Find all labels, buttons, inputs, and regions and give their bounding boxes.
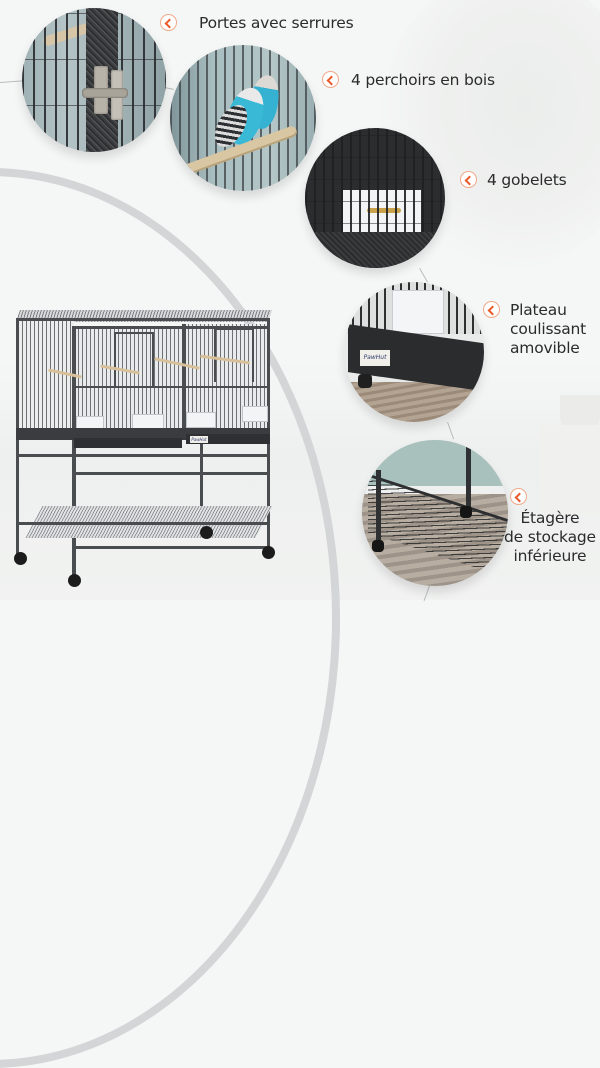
callout-label: Portes avec serrures [199,14,354,32]
callout-label: Étagère de stockage inférieure [504,509,596,566]
detail-wooden-perch-image [170,45,316,191]
callout-door-locks: Portes avec serrures [160,14,354,33]
chevron-left-circle-icon [483,301,500,318]
chevron-left-circle-icon [510,488,527,505]
callout-line: coulissant [510,320,586,338]
connector-line [419,268,428,283]
decorative-arc [0,168,340,1068]
callout-line: amovible [510,339,580,357]
cage-left-front [74,328,184,432]
brand-label: PawHut [190,436,208,443]
detail-bottom-shelf-image [362,440,508,586]
brand-label: PawHut [360,350,390,366]
callout-label: 4 gobelets [487,171,567,189]
chevron-left-circle-icon [460,171,477,188]
detail-feeder-cup-image [305,128,445,268]
product-bird-cage: PawHut [14,306,275,590]
cage-left-side [18,320,74,432]
callout-sliding-tray: Plateau coulissant amovible [483,301,586,358]
callout-line: Plateau [510,301,567,319]
callout-feeder-cups: 4 gobelets [460,171,567,190]
caster-wheel [262,546,275,559]
product-feature-infographic: PawHut Portes avec serrures 4 perchoirs … [0,0,600,600]
lock-bolt [82,88,128,98]
callout-line: Étagère [520,509,580,527]
callout-wooden-perches: 4 perchoirs en bois [322,71,495,90]
caster-wheel [200,526,213,539]
sliding-tray [74,438,182,448]
detail-sliding-tray-image: PawHut [344,282,484,422]
cage-door [114,332,154,334]
callout-label: 4 perchoirs en bois [351,71,495,89]
detail-door-lock-image [22,8,166,152]
caster-wheel [14,552,27,565]
background-wall [540,425,600,515]
cage-door [214,328,254,330]
callout-bottom-shelf: Étagère de stockage inférieure [504,488,596,566]
sliding-tray [186,434,270,444]
caster-wheel [68,574,81,587]
callout-line: inférieure [513,547,587,565]
callout-label: Plateau coulissant amovible [510,301,586,358]
feeder-cup [186,412,216,428]
chevron-left-circle-icon [160,14,177,31]
chevron-left-circle-icon [322,71,339,88]
feeder-cup [242,406,268,422]
callout-line: de stockage [504,528,596,546]
